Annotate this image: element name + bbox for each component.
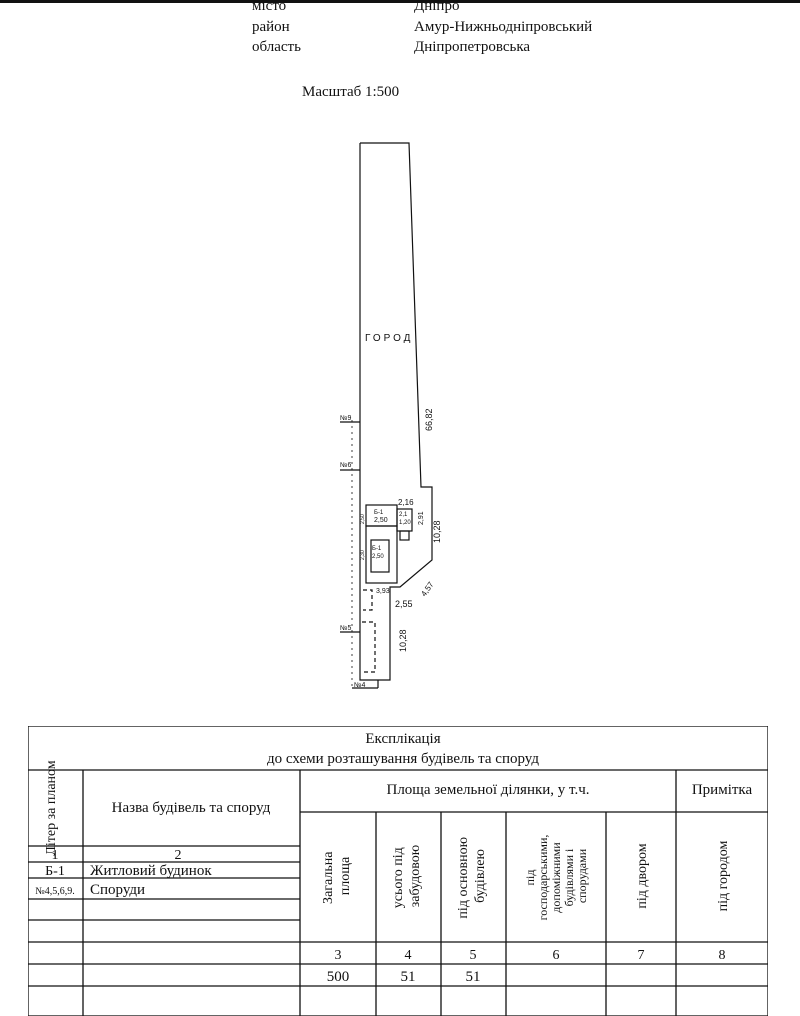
col-area-group-header: Площа земельної ділянки, у т.ч. bbox=[386, 782, 589, 798]
dim-10-28-top: 10,28 bbox=[432, 520, 442, 543]
row2-name: Споруди bbox=[90, 882, 145, 898]
building-label: Б-1 bbox=[374, 510, 384, 516]
region-value: Дніпропетровська bbox=[414, 39, 531, 55]
city-value: Дніпро bbox=[414, 0, 460, 14]
row2-liter: №4,5,6,9. bbox=[35, 886, 75, 897]
col-main-header: під основною будівлею bbox=[456, 833, 488, 918]
district-label: район bbox=[252, 19, 290, 35]
city-label: місто bbox=[252, 0, 287, 14]
extension-height: 2,50 bbox=[372, 554, 384, 560]
porch-step bbox=[399, 530, 410, 541]
col-liter-header: Літер за планом bbox=[44, 760, 59, 855]
extension-label: Б-1 bbox=[372, 546, 382, 552]
col-number-1: 1 bbox=[52, 848, 59, 863]
col-total-line2: площа bbox=[338, 856, 353, 895]
district-value: Амур-Нижньодніпровський bbox=[414, 19, 593, 35]
col-main-line1: під основною bbox=[456, 837, 471, 919]
col-number-6: 6 bbox=[553, 948, 560, 963]
scale-label: Масштаб 1:500 bbox=[302, 84, 400, 100]
col-number-3: 3 bbox=[335, 948, 342, 963]
side-length-label: 66,82 bbox=[424, 408, 434, 431]
col-total-header: Загальна площа bbox=[321, 848, 353, 904]
neighbor-6-label: №6 bbox=[340, 462, 352, 469]
row1-liter: Б-1 bbox=[45, 864, 65, 879]
region-label: область bbox=[252, 39, 301, 55]
plot-boundary bbox=[359, 142, 433, 681]
dim-2-16: 2,16 bbox=[398, 498, 414, 507]
main-area-value: 51 bbox=[466, 969, 481, 985]
built-area-value: 51 bbox=[401, 969, 416, 985]
row1-name: Житловий будинок bbox=[90, 863, 212, 879]
col-built-line1: усього під bbox=[391, 847, 406, 908]
col-garden-header: під городом bbox=[716, 841, 731, 912]
building-inner bbox=[370, 539, 390, 573]
shed-dashed bbox=[362, 621, 376, 673]
building-extension bbox=[365, 525, 398, 584]
col-number-5: 5 bbox=[470, 948, 477, 963]
small-label-c: 2,50 bbox=[360, 514, 366, 524]
total-area-value: 500 bbox=[327, 969, 350, 985]
col-aux-line1: під bbox=[523, 870, 537, 886]
dim-2-55: 2,55 bbox=[395, 599, 413, 609]
site-plan: ГОРОД 66,82 №9 №6 №5 №4 Б-1 2,50 Б-1 2,5… bbox=[340, 142, 442, 690]
col-number-7: 7 bbox=[638, 948, 645, 963]
dim-2-91: 2,91 bbox=[418, 511, 425, 525]
explication-title: Експлікація bbox=[365, 731, 440, 747]
col-number-4: 4 bbox=[405, 948, 412, 963]
scan-edge bbox=[0, 0, 800, 3]
col-name-header: Назва будівель та споруд bbox=[112, 800, 271, 816]
neighbor-5-label: №5 bbox=[340, 625, 352, 632]
neighbor-9-label: №9 bbox=[340, 415, 352, 422]
dim-4-57: 4,57 bbox=[419, 580, 436, 598]
col-built-header: усього під забудовою bbox=[391, 844, 423, 909]
dim-10-28-bottom: 10,28 bbox=[398, 629, 408, 652]
small-label-b: 1,20 bbox=[399, 520, 411, 526]
col-number-8: 8 bbox=[719, 948, 726, 963]
small-label-a: 2,1 bbox=[399, 512, 408, 518]
col-aux-line2: господарськими, bbox=[536, 835, 550, 921]
col-yard-header: під двором bbox=[635, 843, 650, 908]
explication-table: Експлікація до схеми розташування будіве… bbox=[28, 726, 768, 1016]
garden-label: ГОРОД bbox=[365, 333, 413, 344]
col-built-line2: забудовою bbox=[408, 845, 423, 908]
col-aux-line5: спорудами bbox=[575, 848, 589, 903]
col-aux-header: під господарськими, допоміжними будівлям… bbox=[523, 832, 589, 921]
col-aux-line3: допоміжними bbox=[549, 842, 563, 913]
dim-3-93: 3,93 bbox=[376, 588, 390, 595]
col-total-line1: Загальна bbox=[321, 851, 336, 904]
col-main-line2: будівлею bbox=[473, 849, 488, 903]
fence-dashed bbox=[363, 589, 373, 611]
building-height: 2,50 bbox=[374, 517, 388, 524]
explication-subtitle: до схеми розташування будівель та споруд bbox=[267, 751, 539, 767]
small-label-d: 2,30 bbox=[360, 550, 366, 560]
col-aux-line4: будівлями і bbox=[562, 848, 576, 906]
col-note-group-header: Примітка bbox=[692, 782, 753, 798]
col-number-2: 2 bbox=[175, 848, 182, 863]
neighbor-4-label: №4 bbox=[354, 682, 366, 689]
